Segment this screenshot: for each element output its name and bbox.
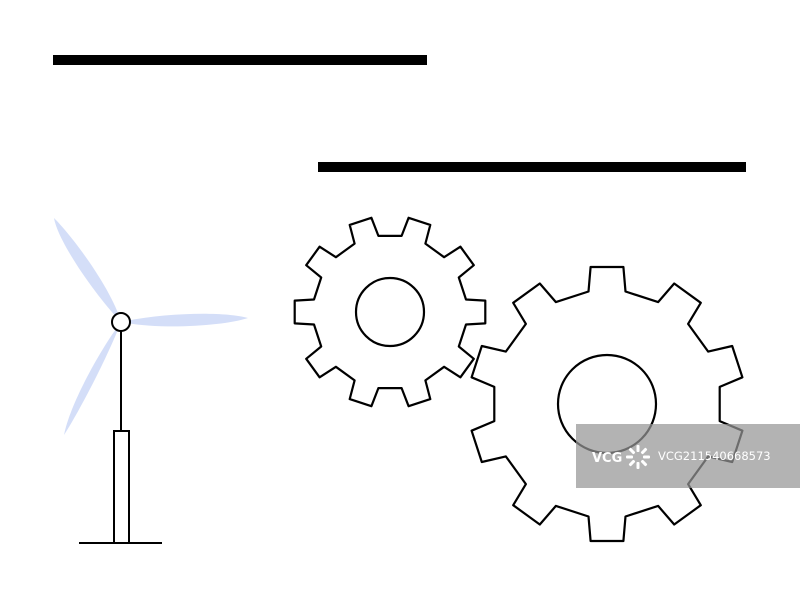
watermark-logo-text: VCG: [592, 451, 622, 466]
watermark-logo-icon: VCG: [592, 445, 650, 469]
title-bar-middle: [318, 162, 746, 172]
watermark-banner: VCG VCG211540668573: [576, 424, 800, 488]
turbine-tower: [113, 430, 130, 544]
small-gear-hole: [354, 276, 426, 348]
title-bar-top: [53, 55, 427, 65]
turbine-blades: [54, 218, 248, 435]
wind-turbine-icon: [54, 218, 248, 544]
turbine-hub: [111, 312, 131, 332]
watermark-id: VCG211540668573: [658, 449, 771, 463]
large-gear-icon: [470, 265, 744, 543]
watermark-logo: VCG: [576, 436, 658, 476]
small-gear-icon: [293, 216, 487, 408]
